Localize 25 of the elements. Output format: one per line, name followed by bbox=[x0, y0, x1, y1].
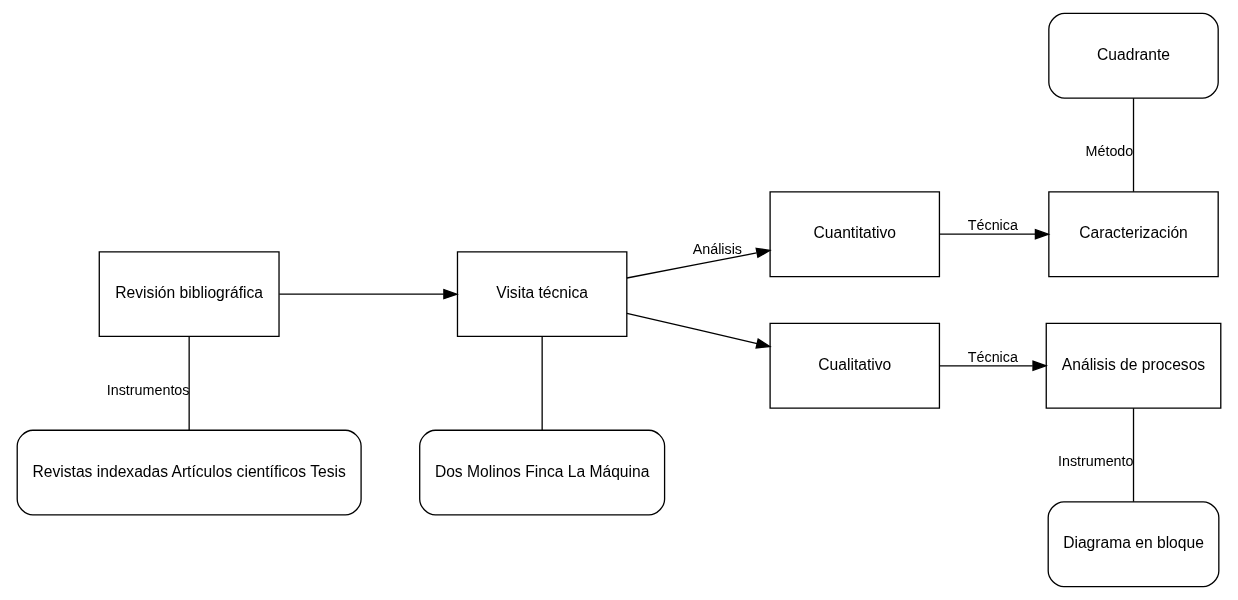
node-box: Visita técnica bbox=[456, 251, 628, 338]
node-box: Dos Molinos Finca La Máquina bbox=[419, 429, 666, 516]
node-box: Revisión bibliográfica bbox=[98, 251, 280, 338]
node-box: Cuantitativo bbox=[769, 191, 941, 278]
arrow bbox=[626, 247, 772, 279]
edge-label: Análisis bbox=[692, 240, 743, 257]
node-box: Análisis de procesos bbox=[1045, 322, 1222, 409]
arrow bbox=[939, 228, 1051, 240]
node-box: Cualitativo bbox=[769, 322, 941, 409]
node-box: Cuadrante bbox=[1048, 12, 1219, 99]
connector bbox=[541, 335, 543, 431]
arrow bbox=[626, 312, 772, 349]
connector bbox=[1132, 97, 1135, 193]
connector bbox=[1132, 407, 1135, 503]
arrow bbox=[278, 288, 459, 300]
edge-label: Método bbox=[1085, 143, 1134, 160]
edge-label: Instrumento bbox=[1057, 453, 1134, 470]
edge-label: Técnica bbox=[967, 348, 1018, 365]
edge-label: Técnica bbox=[967, 217, 1018, 234]
arrow bbox=[939, 360, 1048, 372]
node-box: Revistas indexadas Artículos científicos Tesis bbox=[16, 429, 362, 516]
node-box: Diagrama en bloque bbox=[1047, 501, 1220, 588]
node-box: Caracterización bbox=[1048, 191, 1219, 278]
edge-label: Instrumentos bbox=[106, 381, 190, 398]
connector bbox=[188, 335, 190, 431]
